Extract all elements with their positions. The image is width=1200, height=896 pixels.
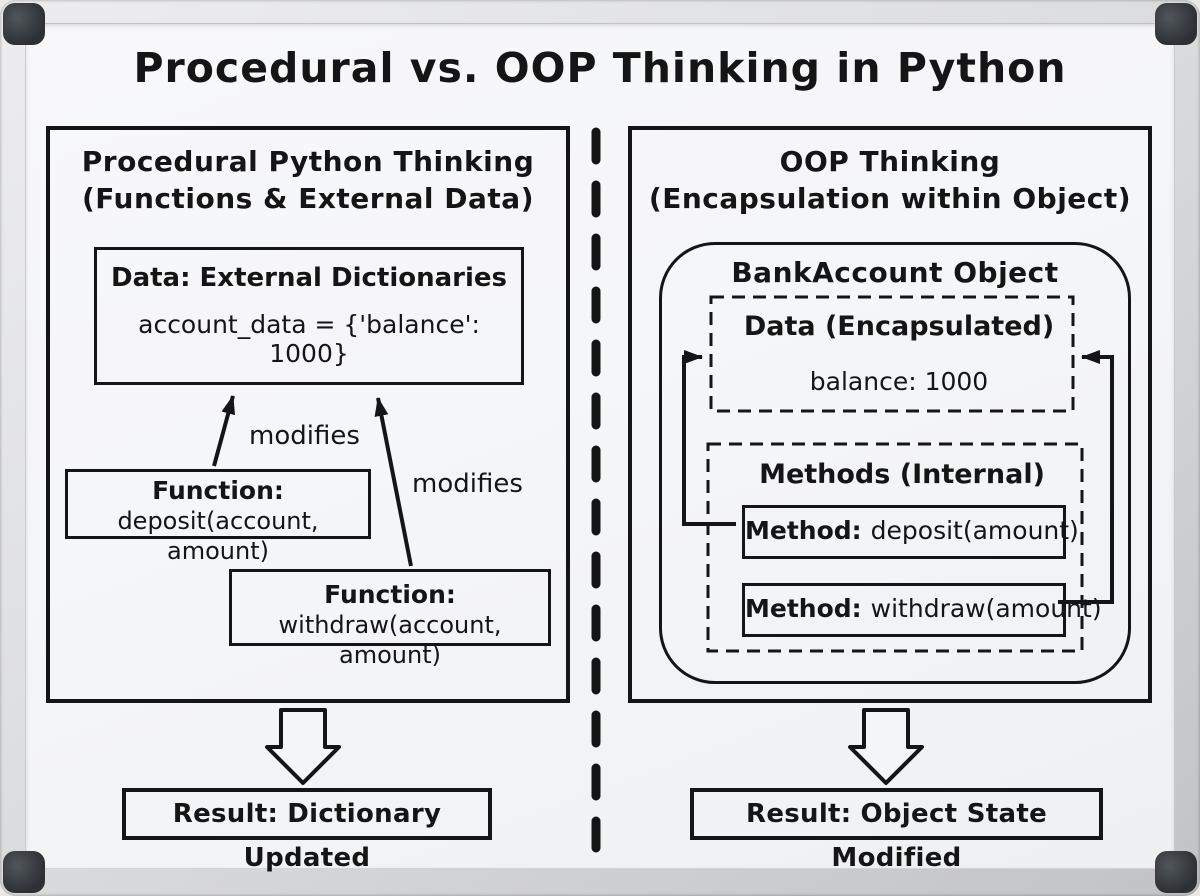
deposit-function-signature: deposit(account, amount) (117, 507, 319, 565)
corner-cap-top-left (3, 3, 45, 45)
external-data-code: account_data = {'balance': 1000} (138, 310, 480, 368)
withdraw-method-box: Method: withdraw(amount) (742, 583, 1102, 637)
bankaccount-object-box: BankAccount Object Data (Encapsulated) b… (659, 242, 1131, 684)
withdraw-method-signature: withdraw(amount) (870, 594, 1102, 623)
oop-result-label: Result: (746, 799, 852, 829)
withdraw-function-box: Function: withdraw(account, amount) (229, 569, 551, 669)
oop-panel-header: OOP Thinking (Encapsulation within Objec… (632, 143, 1148, 217)
external-data-box: Data: External Dictionaries account_data… (94, 247, 524, 385)
procedural-panel-header: Procedural Python Thinking (Functions & … (50, 143, 566, 217)
oop-header-line2: (Encapsulation within Object) (648, 182, 1132, 215)
encapsulated-data-value: balance: 1000 (809, 367, 989, 396)
procedural-header-line2: (Functions & External Data) (82, 182, 534, 215)
withdraw-function-signature: withdraw(account, amount) (278, 611, 502, 669)
modifies-label-deposit: modifies (249, 421, 360, 451)
oop-header-line1: OOP Thinking (779, 145, 1001, 178)
oop-result-box: Result:Object State Modified (690, 788, 1103, 873)
procedural-result-box: Result:Dictionary Updated (122, 788, 492, 873)
procedural-header-line1: Procedural Python Thinking (81, 145, 535, 178)
corner-cap-top-right (1155, 3, 1197, 45)
deposit-method-signature: deposit(amount) (870, 516, 1079, 545)
oop-panel: OOP Thinking (Encapsulation within Objec… (628, 126, 1152, 703)
corner-cap-bottom-right (1155, 851, 1197, 893)
modifies-label-withdraw: modifies (412, 469, 523, 499)
withdraw-method-label: Method: (745, 594, 862, 623)
external-data-title: Data: External Dictionaries (111, 263, 507, 293)
oop-result-text: Object State Modified (831, 799, 1047, 873)
bankaccount-object-title: BankAccount Object (731, 256, 1059, 289)
methods-internal-title: Methods (Internal) (759, 459, 1045, 490)
deposit-function-label: Function: (152, 476, 284, 505)
deposit-method-label: Method: (745, 516, 862, 545)
procedural-panel: Procedural Python Thinking (Functions & … (46, 126, 570, 703)
encapsulated-data-title: Data (Encapsulated) (743, 311, 1055, 342)
deposit-function-box: Function: deposit(account, amount) (65, 469, 371, 565)
procedural-result-text: Dictionary Updated (243, 799, 442, 873)
procedural-result-label: Result: (172, 799, 279, 829)
withdraw-function-label: Function: (324, 580, 456, 609)
corner-cap-bottom-left (3, 851, 45, 893)
deposit-method-box: Method: deposit(amount) (742, 505, 1079, 559)
diagram-title: Procedural vs. OOP Thinking in Python (133, 44, 1067, 92)
